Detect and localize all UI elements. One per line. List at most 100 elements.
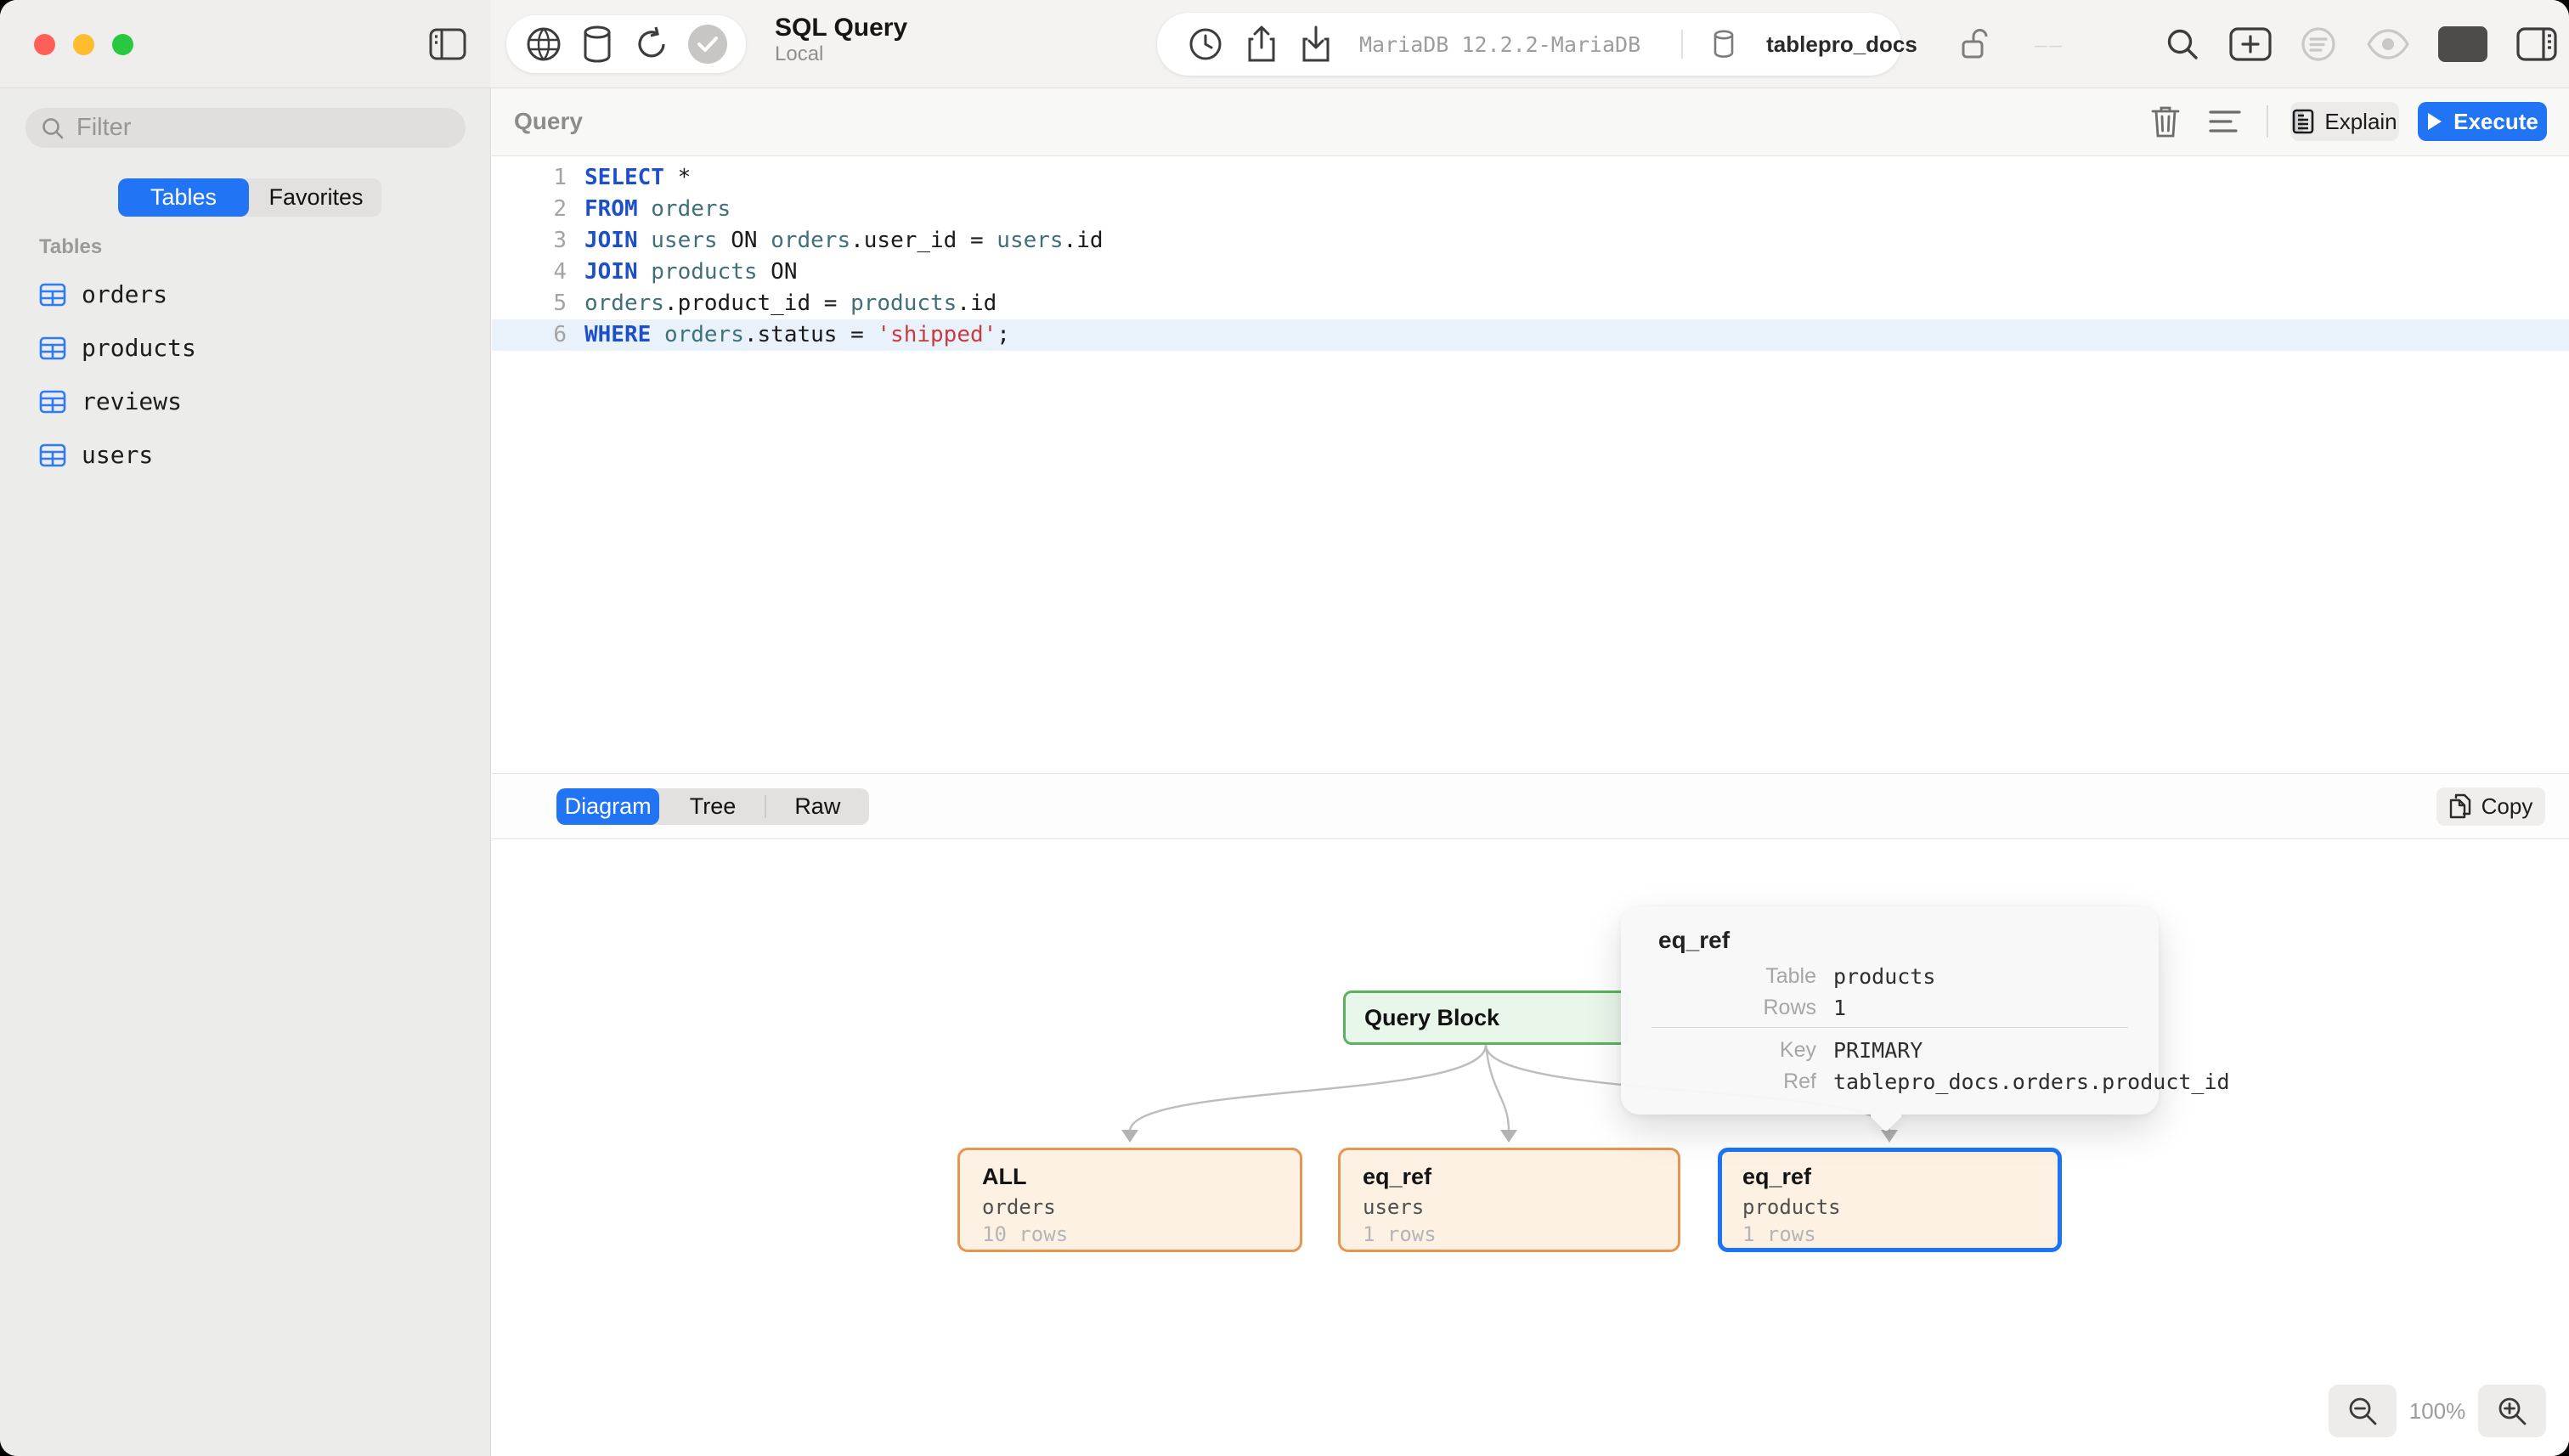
trash-icon[interactable] xyxy=(2151,104,2180,138)
execute-button[interactable]: Execute xyxy=(2418,102,2547,141)
minimize-window-button[interactable] xyxy=(73,34,94,55)
query-panel-title: Query xyxy=(514,108,583,134)
plan-node-table: orders xyxy=(982,1195,1056,1219)
segment-raw[interactable]: Raw xyxy=(794,793,841,819)
database-icon[interactable] xyxy=(580,25,614,64)
zoom-in-button[interactable] xyxy=(2478,1385,2546,1437)
database-name-label[interactable]: tablepro_docs xyxy=(1766,31,1917,57)
sidebar-item-users[interactable]: users xyxy=(0,428,491,482)
sidebar: Tables Favorites Tables orders products rev… xyxy=(0,87,491,1456)
sidebar-toggle-icon[interactable] xyxy=(429,28,466,60)
window-title-block: SQL Query Local xyxy=(775,14,907,66)
new-tab-icon[interactable] xyxy=(2228,27,2272,61)
code-line-2[interactable]: 2 FROM orders xyxy=(492,194,2569,225)
table-name: users xyxy=(82,441,154,469)
connection-info-pill: MariaDB 12.2.2-MariaDB tablepro_docs –– xyxy=(1157,13,2062,76)
table-icon xyxy=(39,336,66,360)
segment-tables[interactable]: Tables xyxy=(118,178,249,217)
right-panel-icon[interactable] xyxy=(2516,27,2557,61)
zoom-window-button[interactable] xyxy=(112,34,133,55)
sidebar-item-reviews[interactable]: reviews xyxy=(0,375,491,428)
plan-node-table: users xyxy=(1363,1195,1425,1219)
sidebar-item-orders[interactable]: orders xyxy=(0,268,491,321)
line-number: 1 xyxy=(553,165,567,190)
query-header: Query xyxy=(492,87,2569,156)
explain-doc-icon xyxy=(2292,109,2314,134)
plan-node-rows: 1 rows xyxy=(1363,1222,1437,1246)
copy-icon xyxy=(2449,793,2471,819)
play-icon xyxy=(2426,111,2443,132)
explain-button[interactable]: Explain xyxy=(2290,102,2399,141)
table-icon xyxy=(39,390,66,414)
table-name: reviews xyxy=(82,387,183,415)
line-number: 4 xyxy=(553,259,567,285)
code-text: SELECT * xyxy=(584,165,692,190)
share-icon[interactable] xyxy=(1245,25,1278,64)
explain-label: Explain xyxy=(2324,108,2397,134)
filter-circle-icon xyxy=(2300,25,2337,63)
segment-diagram[interactable]: Diagram xyxy=(556,787,660,825)
filter-field[interactable] xyxy=(25,108,466,148)
globe-icon[interactable] xyxy=(525,25,562,63)
copy-label: Copy xyxy=(2481,793,2533,819)
editor-view-icon[interactable] xyxy=(2438,26,2488,62)
code-line-1[interactable]: 1 SELECT * xyxy=(492,162,2569,194)
search-icon xyxy=(41,116,65,140)
search-icon[interactable] xyxy=(2165,26,2200,62)
line-number: 6 xyxy=(553,322,567,347)
zoom-controls: 100% xyxy=(2329,1385,2546,1437)
filter-input[interactable] xyxy=(75,113,435,143)
header-separator xyxy=(2267,105,2268,138)
segment-tree[interactable]: Tree xyxy=(689,793,737,819)
line-number: 5 xyxy=(553,291,567,316)
code-text: WHERE orders.status = 'shipped'; xyxy=(584,322,1010,347)
line-number: 2 xyxy=(553,196,567,222)
eye-icon xyxy=(2366,29,2410,59)
connection-separator xyxy=(1681,30,1684,59)
import-icon[interactable] xyxy=(1300,25,1332,64)
zoom-out-button[interactable] xyxy=(2329,1385,2397,1437)
copy-button[interactable]: Copy xyxy=(2436,787,2545,826)
unlock-icon[interactable] xyxy=(1960,27,1990,61)
code-text: FROM orders xyxy=(584,196,731,222)
plan-node-type: eq_ref xyxy=(1363,1164,1432,1189)
query-block-node[interactable]: Query Block xyxy=(1343,990,1629,1045)
table-name: products xyxy=(82,334,196,362)
history-clock-icon[interactable] xyxy=(1188,26,1223,62)
database-small-icon xyxy=(1712,30,1736,59)
sidebar-item-products[interactable]: products xyxy=(0,321,491,375)
tables-section-label: Tables xyxy=(39,235,103,258)
close-window-button[interactable] xyxy=(34,34,55,55)
table-icon xyxy=(39,443,66,467)
refresh-icon[interactable] xyxy=(633,25,670,63)
tables-favorites-segmented: Tables Favorites xyxy=(118,178,381,217)
connection-actions-pill xyxy=(506,15,746,73)
zoom-level-label: 100% xyxy=(2408,1397,2466,1424)
execute-label: Execute xyxy=(2453,108,2538,134)
toolbar-right-icons xyxy=(2158,15,2564,73)
code-line-6[interactable]: 6 WHERE orders.status = 'shipped'; xyxy=(492,319,2569,351)
main-panel: Query xyxy=(492,87,2569,1456)
table-name: orders xyxy=(82,280,168,308)
plan-node-table: products xyxy=(1742,1195,1841,1219)
window-title: SQL Query xyxy=(775,14,908,42)
segment-favorites[interactable]: Favorites xyxy=(268,184,364,210)
format-align-icon[interactable] xyxy=(2209,109,2241,134)
tooltip-divider xyxy=(1652,1027,2128,1028)
segment-separator xyxy=(764,794,766,818)
titlebar: SQL Query Local xyxy=(0,0,2569,88)
results-view-segmented: Diagram Tree Raw xyxy=(556,787,869,825)
